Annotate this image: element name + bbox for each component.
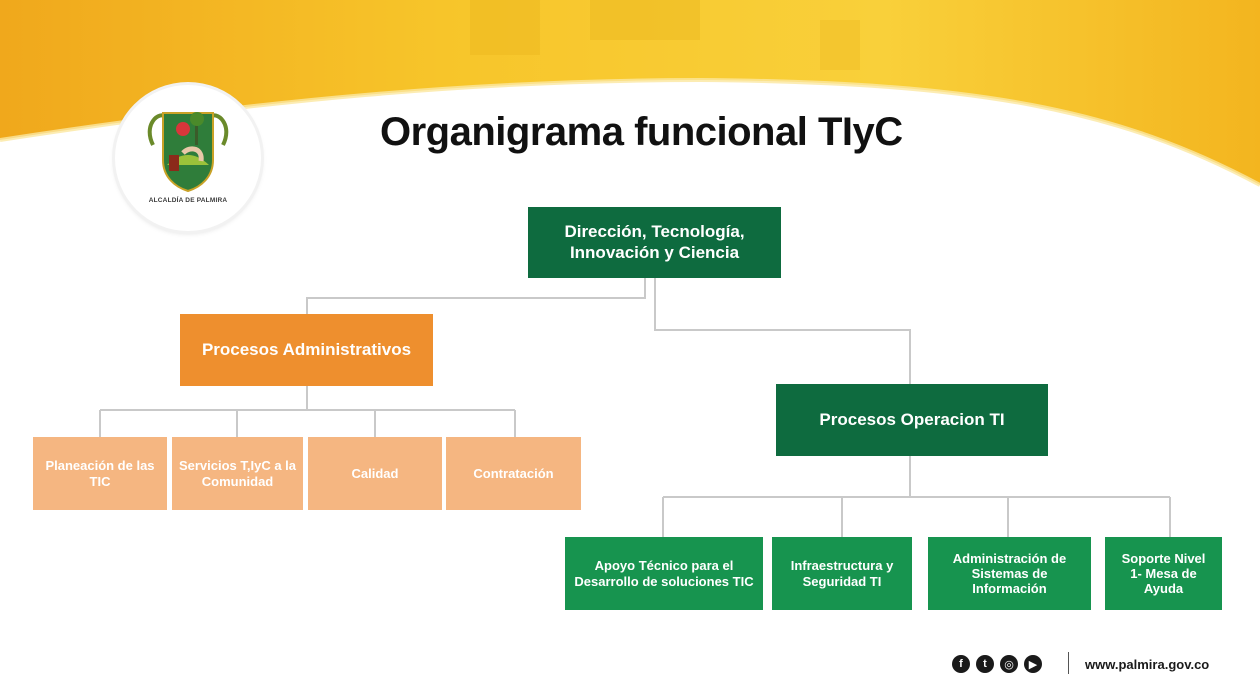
org-ops-child-2: Infraestructura y Seguridad TI <box>772 537 912 610</box>
org-ops-box: Procesos Operacion TI <box>776 384 1048 456</box>
connector-root-ops <box>654 278 911 385</box>
org-root-box: Dirección, Tecnología, Innovación y Cien… <box>528 207 781 278</box>
org-admin-child-1: Planeación de las TIC <box>33 437 167 510</box>
page-title: Organigrama funcional TIyC <box>380 110 903 154</box>
org-ops-child-4: Soporte Nivel 1- Mesa de Ayuda <box>1105 537 1222 610</box>
palmira-coat-of-arms-icon <box>147 112 229 193</box>
connector-root-admin <box>306 278 646 315</box>
logo-badge: ALCALDÍA DE PALMIRA <box>115 85 261 231</box>
org-ops-child-3: Administración de Sistemas de Informació… <box>928 537 1091 610</box>
twitter-icon[interactable]: t <box>976 655 994 673</box>
org-admin-child-4: Contratación <box>446 437 581 510</box>
youtube-icon[interactable]: ▶ <box>1024 655 1042 673</box>
logo-caption: ALCALDÍA DE PALMIRA <box>148 197 228 204</box>
org-admin-child-3: Calidad <box>308 437 442 510</box>
facebook-icon[interactable]: f <box>952 655 970 673</box>
social-icons: f t ◎ ▶ <box>952 655 1042 673</box>
org-admin-box: Procesos Administrativos <box>180 314 433 386</box>
org-admin-child-2: Servicios T,IyC a la Comunidad <box>172 437 303 510</box>
footer-url[interactable]: www.palmira.gov.co <box>1085 657 1210 672</box>
footer-divider <box>1068 652 1069 674</box>
instagram-icon[interactable]: ◎ <box>1000 655 1018 673</box>
org-ops-child-1: Apoyo Técnico para el Desarrollo de solu… <box>565 537 763 610</box>
